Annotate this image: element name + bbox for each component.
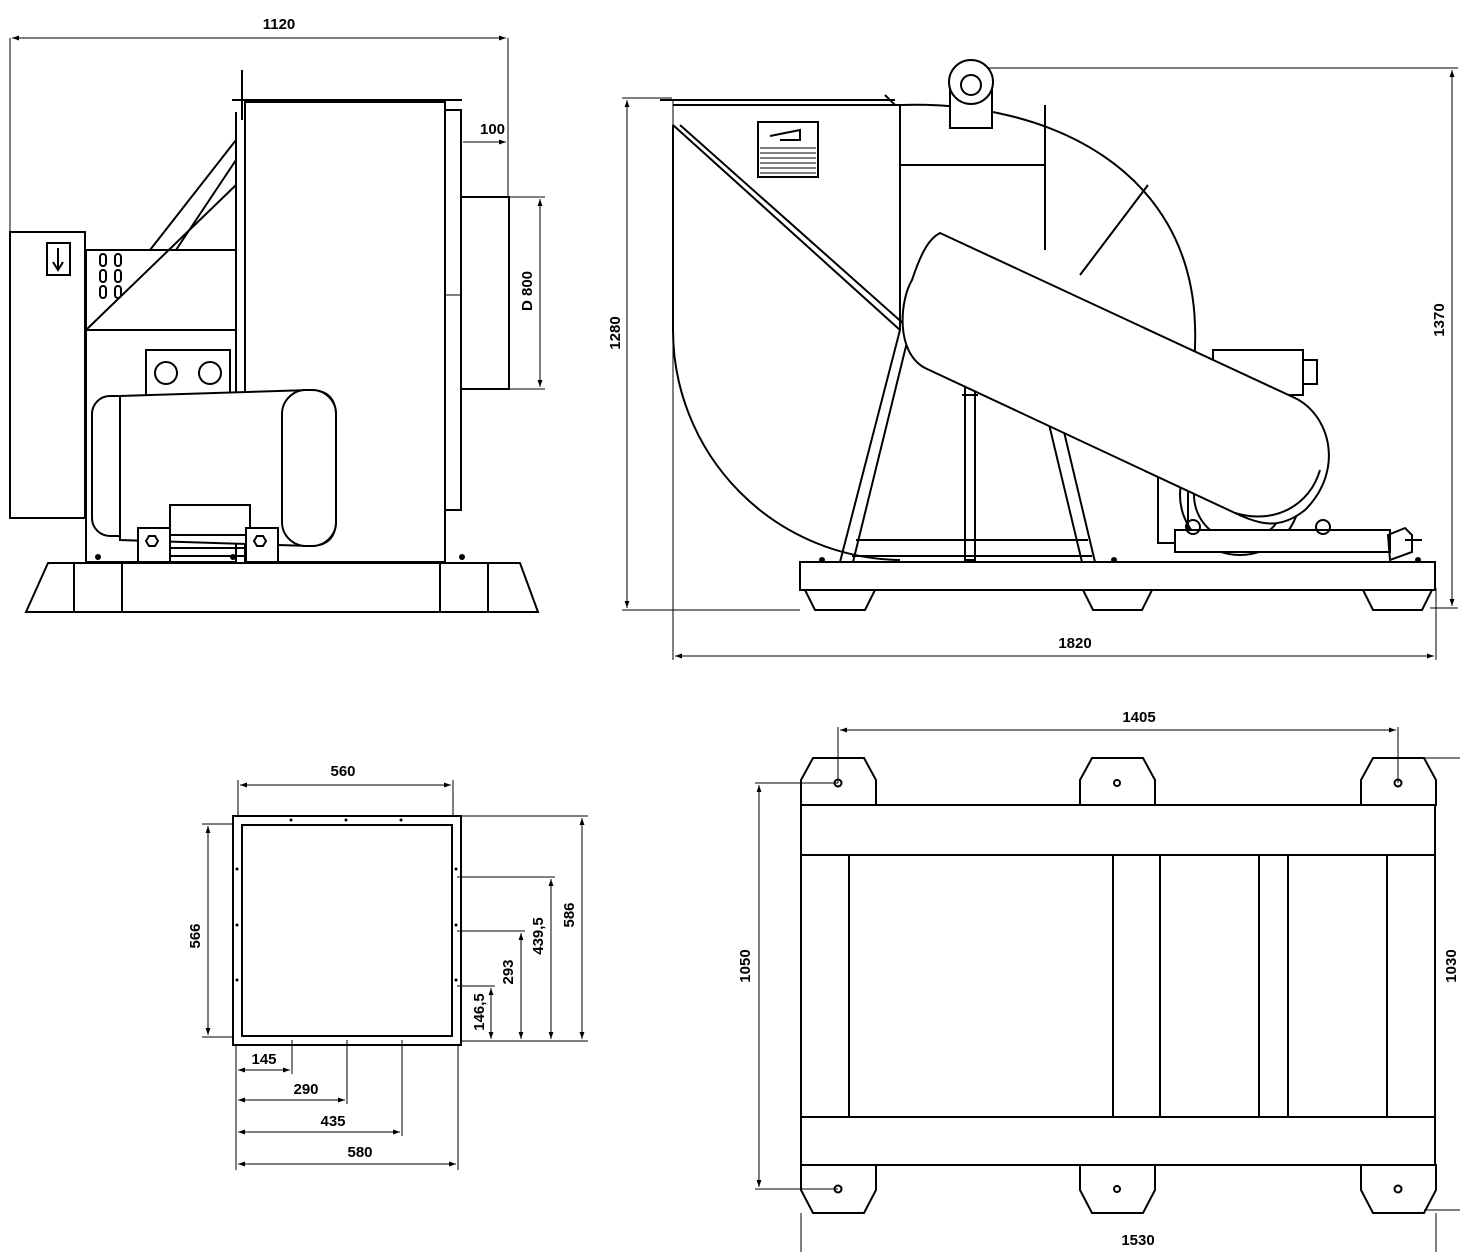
width-dimension-label: 1120 (263, 16, 296, 33)
flange-outer (232, 815, 462, 1046)
base-frame-plan (800, 804, 1436, 1166)
electrical-warning-icon (46, 242, 71, 276)
base-plan-view: 1405 1050 1030 1530 (737, 709, 1460, 1252)
hole-height-1-label: 146,5 (471, 993, 488, 1031)
mounting-foot (1079, 1164, 1156, 1214)
front-view: 1280 1370 1820 (607, 59, 1458, 660)
flange-width-label: 560 (330, 763, 355, 780)
base-depth-label: 1030 (1443, 949, 1460, 982)
hole-width-2-label: 290 (293, 1081, 318, 1098)
flange-outer-width-label: 580 (347, 1144, 372, 1161)
hole-width-1-label: 145 (251, 1051, 276, 1068)
hole-height-3-label: 439,5 (530, 917, 547, 955)
flange-outer-height-label: 586 (561, 902, 578, 927)
ventilation-slots (99, 253, 122, 299)
anchor-holes (833, 778, 1403, 1194)
flange-dimension-label: 100 (480, 121, 505, 138)
hole-depth-label: 1050 (737, 949, 754, 982)
hole-width-3-label: 435 (320, 1113, 345, 1130)
mounting-foot (1079, 757, 1156, 806)
control-box (9, 231, 86, 519)
nameplate (757, 121, 819, 178)
length-dimension-label: 1820 (1058, 635, 1091, 652)
outlet-diameter-label: D 800 (519, 271, 536, 311)
base-frame (24, 562, 540, 613)
inlet-flange-view: 560 566 586 439,5 293 146,5 145 290 435 … (187, 763, 588, 1170)
base-length-label: 1530 (1121, 1232, 1154, 1249)
volute-scroll-lower (672, 125, 901, 561)
support-leg-left (839, 329, 909, 563)
mounting-foot (1360, 1164, 1437, 1214)
outlet-flange (460, 196, 510, 390)
side-view: 1120 100 (9, 16, 545, 613)
hole-spacing-label: 1405 (1122, 709, 1155, 726)
support-leg-right (1047, 414, 1096, 563)
height-dimension-label: 1280 (607, 316, 624, 349)
hole-height-2-label: 293 (500, 959, 517, 984)
motor-rail (1174, 529, 1391, 553)
front-base-frame (799, 561, 1436, 591)
flange-height-label: 566 (187, 923, 204, 948)
terminal-box (145, 349, 231, 397)
bolt-holes (235, 818, 458, 982)
flange-opening (241, 824, 453, 1037)
total-height-dimension-label: 1370 (1431, 303, 1448, 336)
